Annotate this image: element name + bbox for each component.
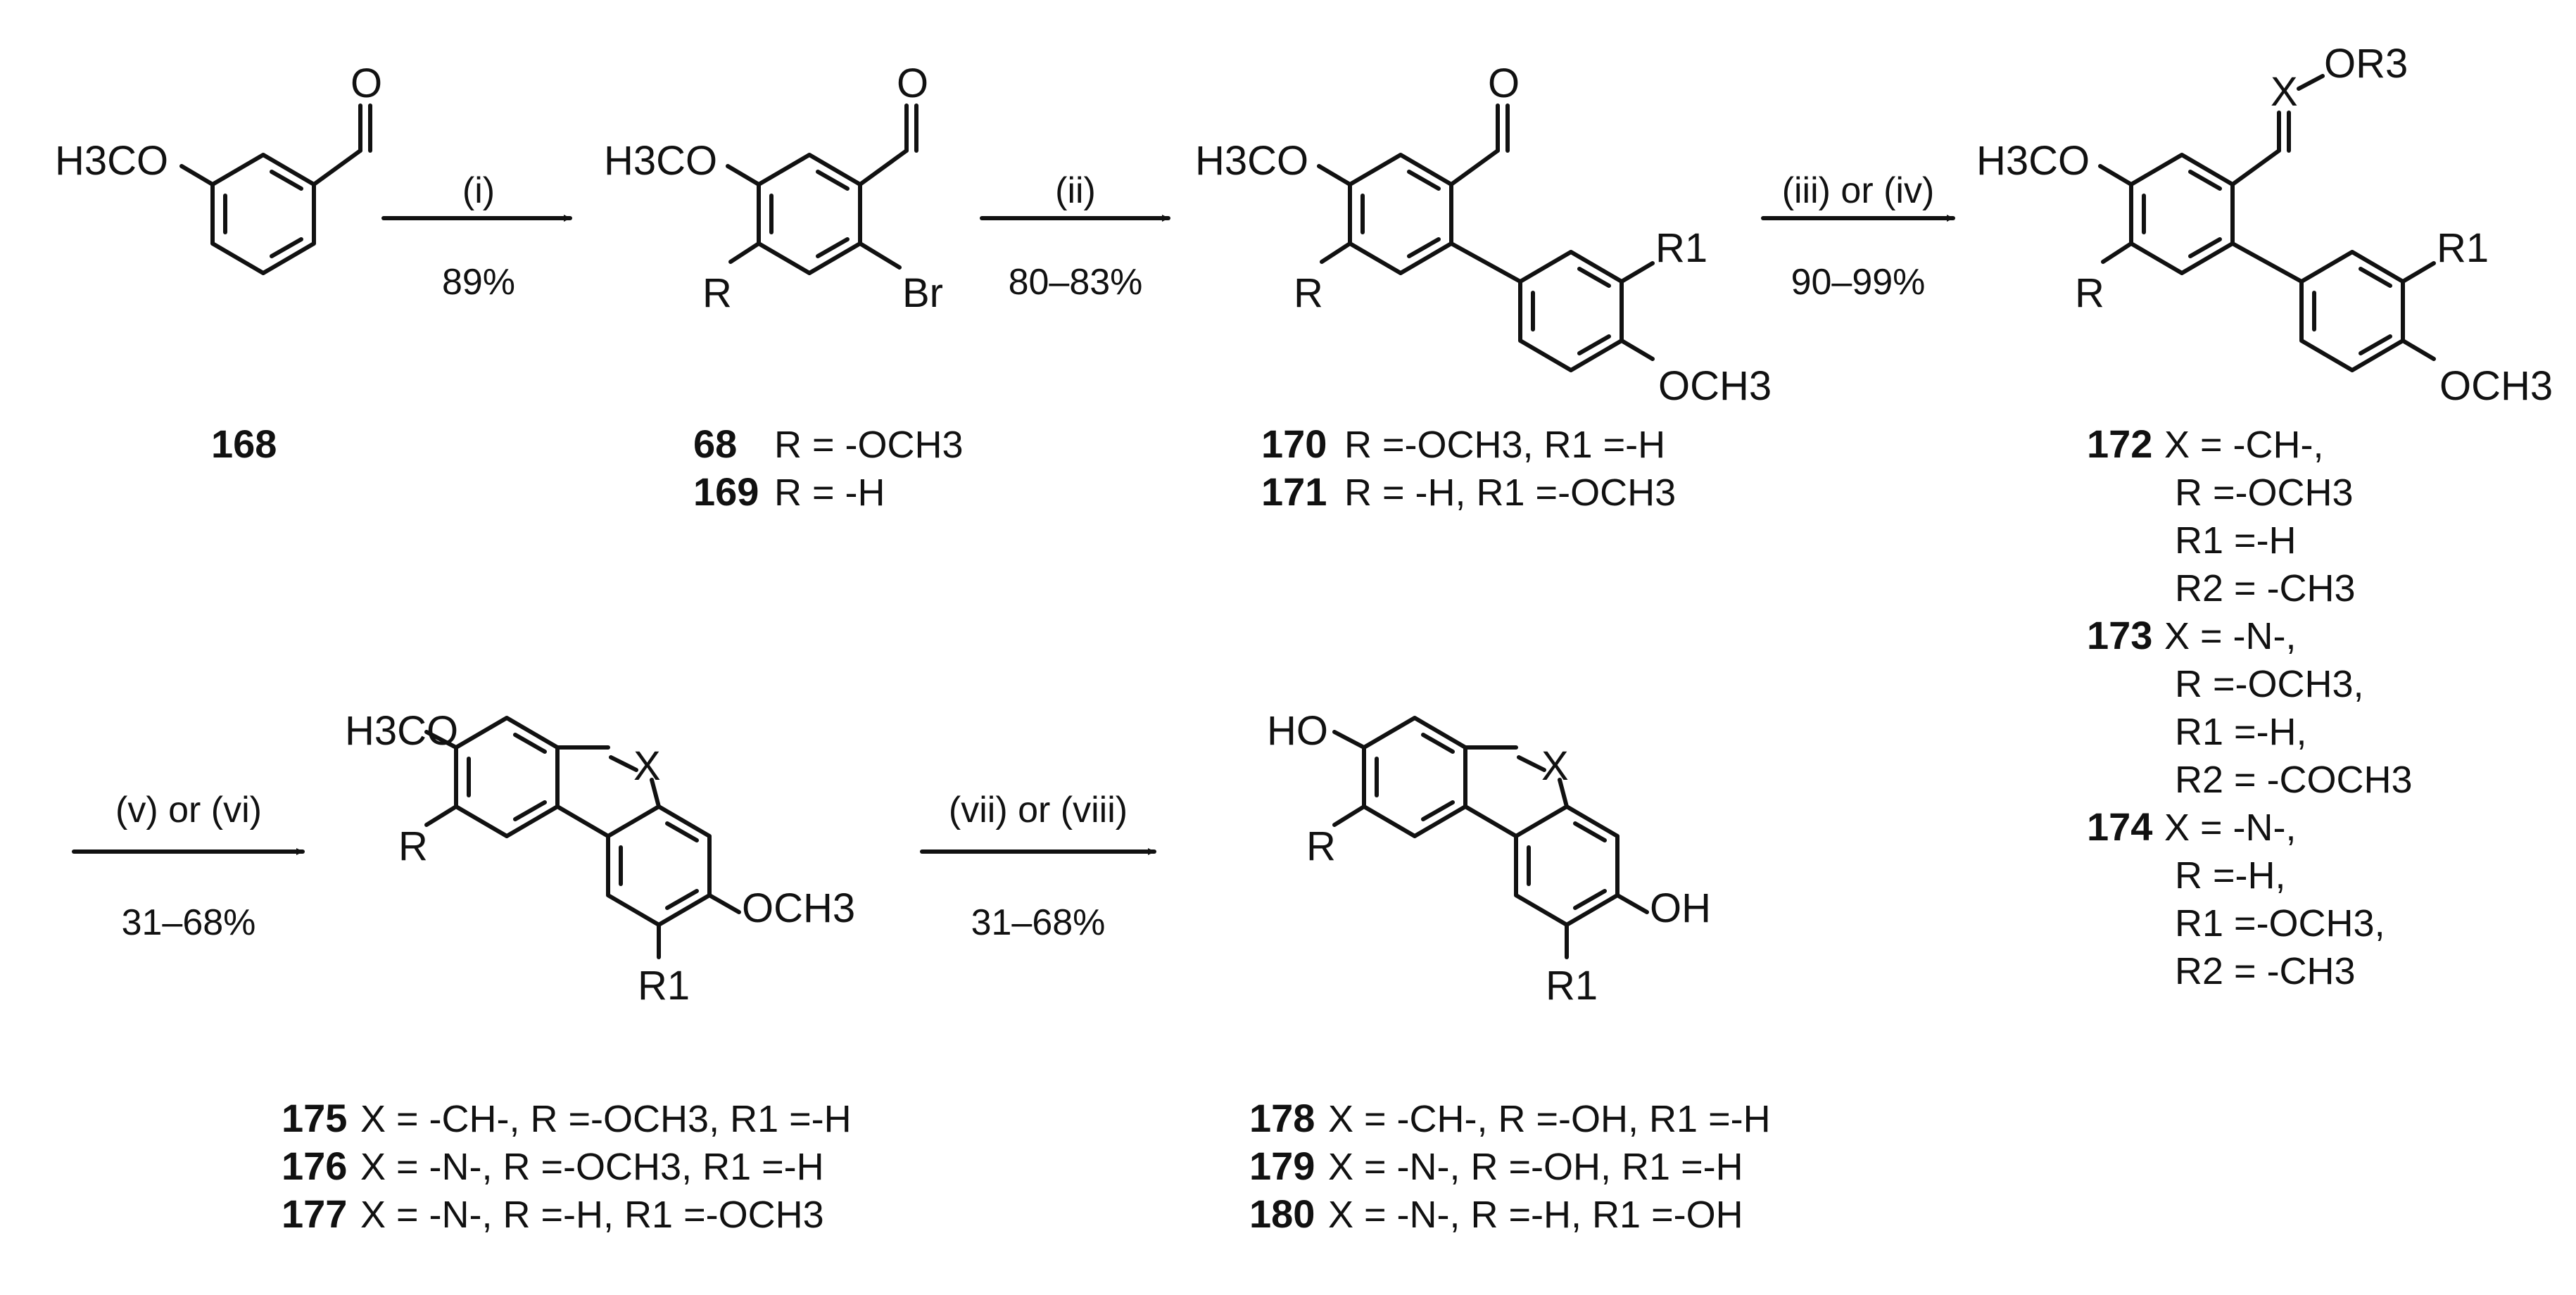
- compound-172-line-4: R2 = -CH3: [2175, 567, 2356, 609]
- condition-step-4: (v) or (vi): [115, 790, 262, 830]
- compound-174-line-3: R1 =-OCH3,: [2175, 902, 2385, 945]
- compound-number-169: 169: [693, 469, 759, 514]
- atom-h3co-168: H3CO: [55, 138, 168, 184]
- compound-170-structure: [1317, 103, 1655, 372]
- compound-172-structure: [2098, 74, 2436, 372]
- compound-caption-169: R = -H: [774, 472, 885, 514]
- atom-och3-170: OCH3: [1658, 363, 1772, 409]
- compound-number-172: 172: [2087, 422, 2152, 466]
- atom-x-178: X: [1541, 743, 1569, 789]
- yield-step-2: 80–83%: [1009, 262, 1143, 303]
- atom-h3co-68: H3CO: [604, 138, 717, 184]
- compound-caption-178: X = -CH-, R =-OH, R1 =-H: [1328, 1098, 1771, 1140]
- compound-178-structure: [1332, 716, 1649, 959]
- atom-r1-175: R1: [638, 963, 690, 1009]
- compound-number-178: 178: [1249, 1096, 1315, 1140]
- atom-x-175: X: [633, 743, 661, 789]
- compound-172-line-1: X = -CH-,: [2164, 424, 2324, 466]
- condition-step-1: (i): [462, 170, 495, 211]
- compound-172-line-2: R =-OCH3: [2175, 472, 2354, 514]
- compound-caption-180: X = -N-, R =-H, R1 =-OH: [1328, 1194, 1743, 1236]
- compound-number-174: 174: [2087, 804, 2152, 849]
- atom-h3co-172: H3CO: [1976, 138, 2090, 184]
- compound-caption-176: X = -N-, R =-OCH3, R1 =-H: [360, 1146, 824, 1188]
- yield-step-4: 31–68%: [122, 902, 256, 943]
- compound-173-line-3: R1 =-H,: [2175, 711, 2307, 753]
- compound-number-171: 171: [1261, 469, 1327, 514]
- atom-ho-178: HO: [1267, 708, 1328, 754]
- compound-number-168: 168: [211, 422, 277, 466]
- atom-br-68: Br: [902, 270, 943, 316]
- compound-68-structure: [726, 103, 918, 275]
- compound-number-179: 179: [1249, 1144, 1315, 1188]
- compound-caption-179: X = -N-, R =-OH, R1 =-H: [1328, 1146, 1743, 1188]
- yield-step-5: 31–68%: [971, 902, 1106, 943]
- compound-172-line-3: R1 =-H: [2175, 519, 2297, 562]
- yield-step-3: 90–99%: [1791, 262, 1926, 303]
- compound-173-line-4: R2 = -COCH3: [2175, 759, 2413, 801]
- compound-number-175: 175: [282, 1096, 347, 1140]
- compound-number-170: 170: [1261, 422, 1327, 466]
- atom-o-170: O: [1488, 61, 1520, 106]
- atom-och3-172: OCH3: [2439, 363, 2553, 409]
- atom-r-68: R: [702, 270, 732, 316]
- atom-or3-172: OR3: [2324, 41, 2408, 87]
- atom-och3-175: OCH3: [742, 885, 855, 931]
- compound-caption-177: X = -N-, R =-H, R1 =-OCH3: [360, 1194, 824, 1236]
- compound-caption-170: R =-OCH3, R1 =-H: [1344, 424, 1665, 466]
- atom-r-172: R: [2075, 270, 2104, 316]
- condition-step-5: (vii) or (viii): [949, 790, 1128, 830]
- atom-r-170: R: [1294, 270, 1323, 316]
- yield-step-1: 89%: [442, 262, 515, 303]
- compound-number-68: 68: [693, 422, 737, 466]
- compound-173-line-1: X = -N-,: [2164, 615, 2297, 657]
- atom-o-168: O: [351, 61, 382, 106]
- atom-oh-178: OH: [1650, 885, 1711, 931]
- compound-number-180: 180: [1249, 1192, 1315, 1236]
- compound-caption-175: X = -CH-, R =-OCH3, R1 =-H: [360, 1098, 852, 1140]
- atom-r1-178: R1: [1546, 963, 1598, 1009]
- compound-174-line-2: R =-H,: [2175, 854, 2286, 897]
- compound-168-structure: [179, 103, 372, 275]
- atom-r-175: R: [398, 823, 428, 869]
- compound-174-line-4: R2 = -CH3: [2175, 950, 2356, 992]
- compound-number-176: 176: [282, 1144, 347, 1188]
- atom-r1-170: R1: [1655, 225, 1707, 271]
- condition-step-2: (ii): [1055, 170, 1096, 211]
- atom-r-178: R: [1306, 823, 1336, 869]
- condition-step-3: (iii) or (iv): [1782, 170, 1935, 211]
- compound-173-line-2: R =-OCH3,: [2175, 663, 2364, 705]
- atom-r1-172: R1: [2437, 225, 2489, 271]
- compound-175-structure: [424, 716, 741, 959]
- compound-caption-68: R = -OCH3: [774, 424, 964, 466]
- atom-h3co-170: H3CO: [1195, 138, 1308, 184]
- compound-174-line-1: X = -N-,: [2164, 807, 2297, 849]
- compound-number-173: 173: [2087, 613, 2152, 657]
- atom-o-68: O: [897, 61, 928, 106]
- compound-number-177: 177: [282, 1192, 347, 1236]
- compound-caption-171: R = -H, R1 =-OCH3: [1344, 472, 1676, 514]
- atom-x-172: X: [2271, 69, 2298, 115]
- atom-h3co-175: H3CO: [345, 708, 458, 754]
